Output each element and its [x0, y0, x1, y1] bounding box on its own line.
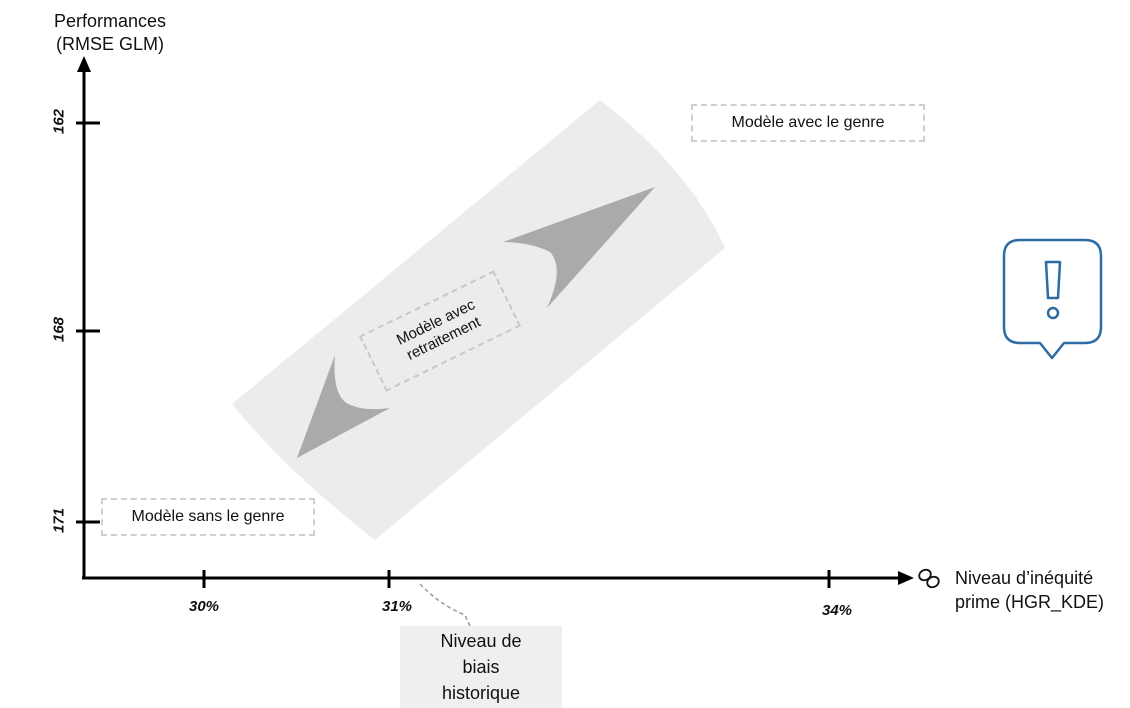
model-with-gender-box: Modèle avec le genre [691, 104, 925, 142]
y-axis-label-line2: (RMSE GLM) [56, 34, 164, 54]
y-axis-label: Performances (RMSE GLM) [40, 10, 180, 56]
callout-line3: historique [441, 683, 521, 703]
x-axis-label-line1: Niveau d’inéquité [955, 568, 1094, 588]
callout-line2: biais [462, 657, 500, 677]
y-tick-label: 168 [50, 316, 68, 343]
y-axis-arrowhead [77, 56, 91, 72]
y-tick-label: 162 [50, 108, 68, 135]
model-without-gender-box: Modèle sans le genre [101, 498, 315, 536]
x-axis-arrowhead [898, 571, 914, 585]
arrow-down-left [297, 355, 390, 458]
callout-connector [419, 583, 471, 627]
x-tick-label: 30% [188, 598, 220, 615]
x-axis-label: Niveau d’inéquité prime (HGR_KDE) [955, 566, 1130, 614]
y-tick-label: 171 [50, 507, 68, 534]
warning-bubble-icon [1002, 238, 1103, 360]
y-axis-label-line1: Performances [53, 11, 167, 31]
historical-bias-callout: Niveau de biais historique [400, 626, 562, 708]
x-axis-label-line2: prime (HGR_KDE) [955, 592, 1105, 612]
link-icon [918, 568, 940, 589]
x-tick-label: 34% [821, 602, 853, 619]
callout-line1: Niveau de [440, 631, 522, 651]
x-tick-label: 31% [381, 598, 413, 615]
arrow-up-right [503, 187, 655, 308]
